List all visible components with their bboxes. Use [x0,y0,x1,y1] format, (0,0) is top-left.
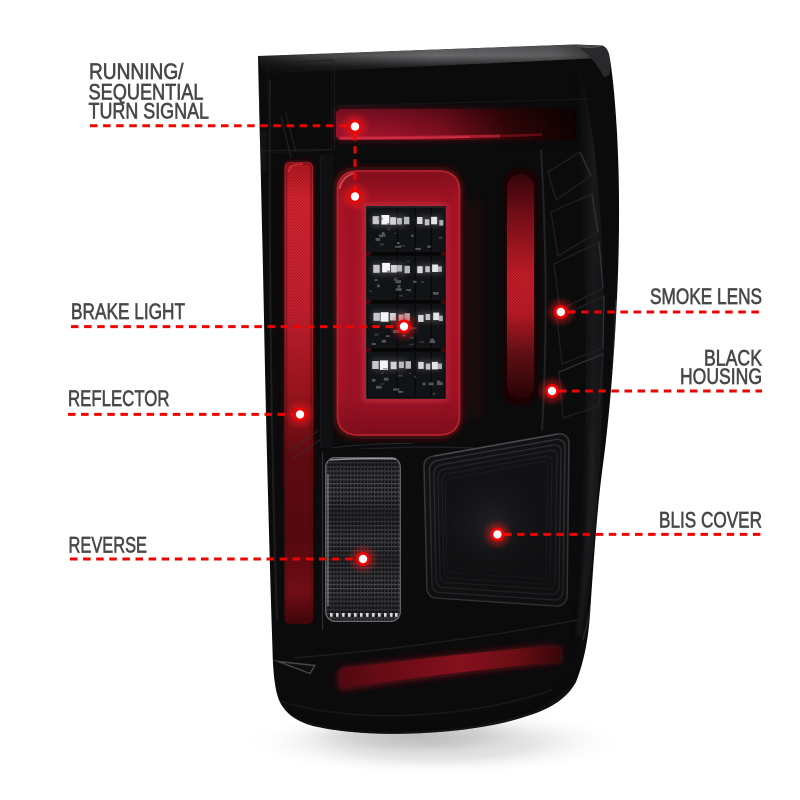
svg-text:BRAKE LIGHT: BRAKE LIGHT [71,299,185,324]
svg-text:REFLECTOR: REFLECTOR [68,386,170,411]
svg-text:HOUSING: HOUSING [680,364,762,389]
svg-text:REVERSE: REVERSE [69,532,148,557]
svg-text:BLIS COVER: BLIS COVER [659,508,762,533]
svg-text:SMOKE LENS: SMOKE LENS [650,284,762,309]
svg-text:TURN SIGNAL: TURN SIGNAL [89,99,210,124]
svg-text:BLACK: BLACK [704,345,762,370]
svg-text:SEQUENTIAL: SEQUENTIAL [89,80,204,105]
svg-text:RUNNING/: RUNNING/ [89,59,184,84]
